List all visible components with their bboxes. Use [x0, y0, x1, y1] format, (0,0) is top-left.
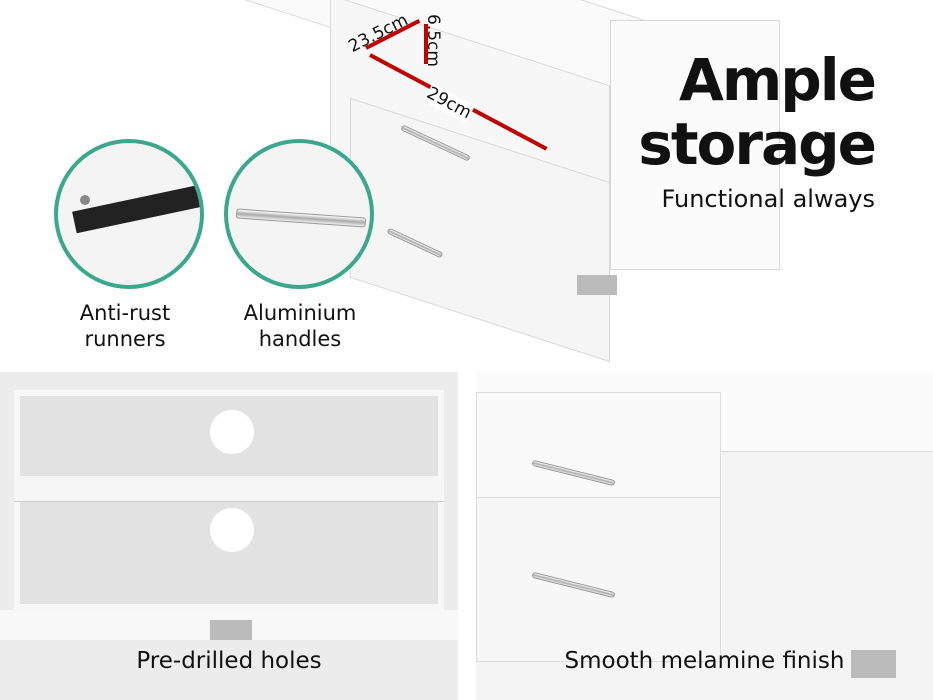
- feature-label-line: Aluminium: [243, 301, 357, 325]
- feature-label-line: Anti-rust: [79, 301, 171, 325]
- heading-subtitle: Functional always: [661, 185, 875, 213]
- handle-icon: [235, 208, 367, 228]
- cable-hole: [210, 410, 254, 454]
- caption-melamine: Smooth melamine finish: [564, 648, 845, 674]
- open-shelf-panel: Pre-drilled holes: [0, 372, 458, 700]
- heading-line-2: storage: [638, 110, 877, 178]
- caption-pre-drilled: Pre-drilled holes: [136, 648, 322, 674]
- heading-title: Ample storage: [638, 46, 877, 178]
- foot: [851, 650, 896, 678]
- feature-label-handles: Aluminium handles: [225, 300, 375, 352]
- tv-unit-illustration: [140, 0, 780, 363]
- feature-label-runners: Anti-rust runners: [55, 300, 195, 352]
- shelf-divider: [14, 476, 444, 502]
- foot: [210, 620, 252, 640]
- drawer-finish-panel: Smooth melamine finish: [476, 372, 933, 700]
- dimension-line-height: [424, 24, 428, 64]
- screw-icon: [80, 195, 90, 205]
- runner-detail-circle: [54, 139, 204, 289]
- handle-detail-circle: [224, 139, 374, 289]
- foot: [577, 275, 617, 295]
- feature-label-line: runners: [84, 327, 166, 351]
- cable-hole: [210, 508, 254, 552]
- feature-label-line: handles: [258, 327, 342, 351]
- dimension-height-label: 6.5cm: [423, 14, 443, 67]
- drawer-front: [476, 497, 721, 662]
- cabinet-side: [610, 20, 780, 270]
- runner-icon: [72, 184, 200, 234]
- heading-line-1: Ample: [678, 46, 877, 114]
